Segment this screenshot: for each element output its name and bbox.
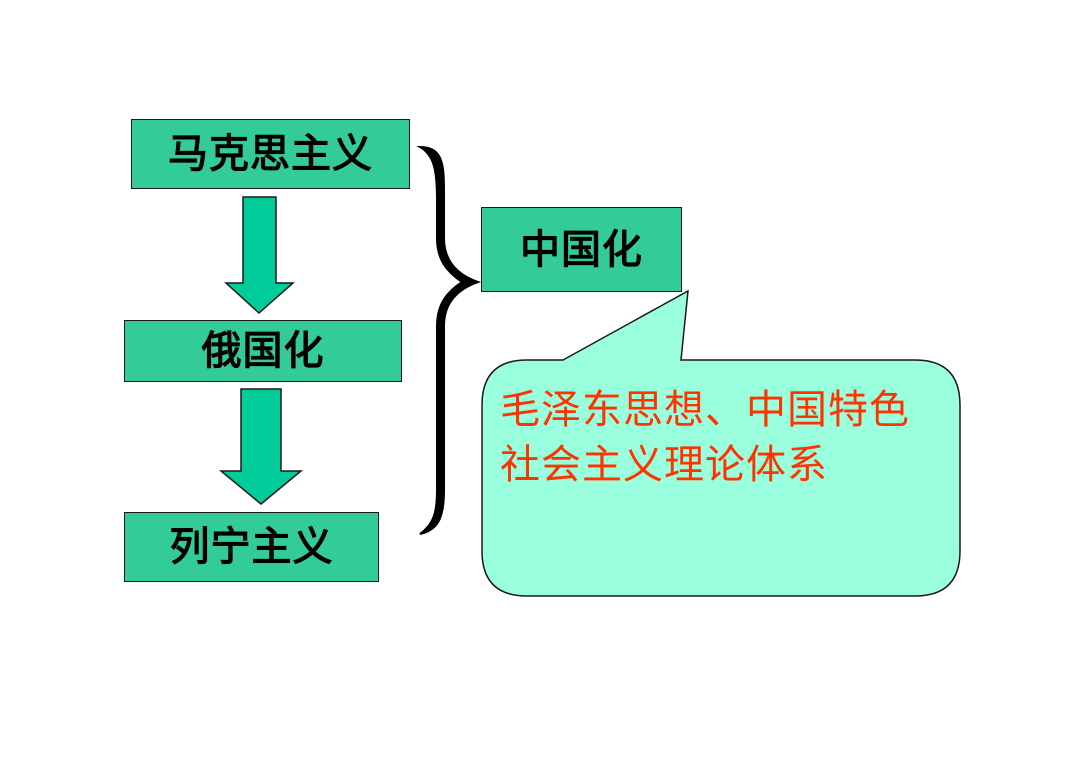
marxism-label: 马克思主义 <box>168 131 373 177</box>
callout-text: 毛泽东思想、中国特色社会主义理论体系 <box>500 387 910 488</box>
down-arrow-2 <box>218 388 304 505</box>
down-arrow-1 <box>224 196 295 315</box>
callout-bubble <box>481 289 961 597</box>
leninism-box: 列宁主义 <box>124 512 379 582</box>
sinicization-box: 中国化 <box>481 207 682 292</box>
russianization-box: 俄国化 <box>124 320 402 382</box>
russianization-label: 俄国化 <box>201 328 325 374</box>
sinicization-label: 中国化 <box>520 226 643 273</box>
curly-brace-icon <box>416 145 482 535</box>
leninism-label: 列宁主义 <box>169 524 334 570</box>
marxism-box: 马克思主义 <box>131 119 410 189</box>
